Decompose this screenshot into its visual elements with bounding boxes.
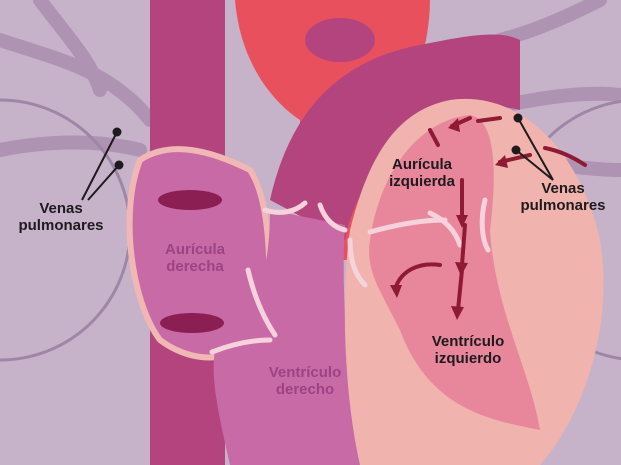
label-line: Venas	[541, 180, 585, 197]
label-line: Aurícula	[164, 241, 225, 258]
label-right-atrium: Aurícula derecha	[145, 241, 245, 275]
label-left-ventricle: Ventrículo izquierdo	[413, 333, 523, 367]
label-left-atrium: Aurícula izquierda	[372, 156, 472, 190]
label-line: Venas	[39, 200, 83, 217]
vena-cava-opening-top	[158, 190, 222, 210]
aorta-opening	[305, 18, 375, 62]
arrow-heads	[390, 118, 508, 320]
label-line: derecha	[166, 258, 224, 275]
right-ventricle-shape	[213, 210, 360, 465]
label-pulmonary-veins-right: Venas pulmonares	[508, 180, 618, 214]
label-line: izquierda	[389, 173, 455, 190]
label-right-ventricle: Ventrículo derecho	[250, 364, 360, 398]
label-line: Ventrículo	[268, 364, 342, 381]
label-pulmonary-veins-left: Venas pulmonares	[6, 200, 116, 234]
label-line: Aurícula	[391, 156, 452, 173]
valves	[209, 197, 491, 355]
left-chambers-interior	[369, 115, 540, 430]
label-line: izquierdo	[434, 350, 502, 367]
label-line: pulmonares	[18, 217, 104, 234]
leader-lines	[81, 113, 554, 201]
label-line: derecho	[275, 381, 335, 398]
label-line: Ventrículo	[431, 333, 505, 350]
vena-cava-opening-bottom	[160, 313, 224, 333]
label-line: pulmonares	[520, 197, 606, 214]
